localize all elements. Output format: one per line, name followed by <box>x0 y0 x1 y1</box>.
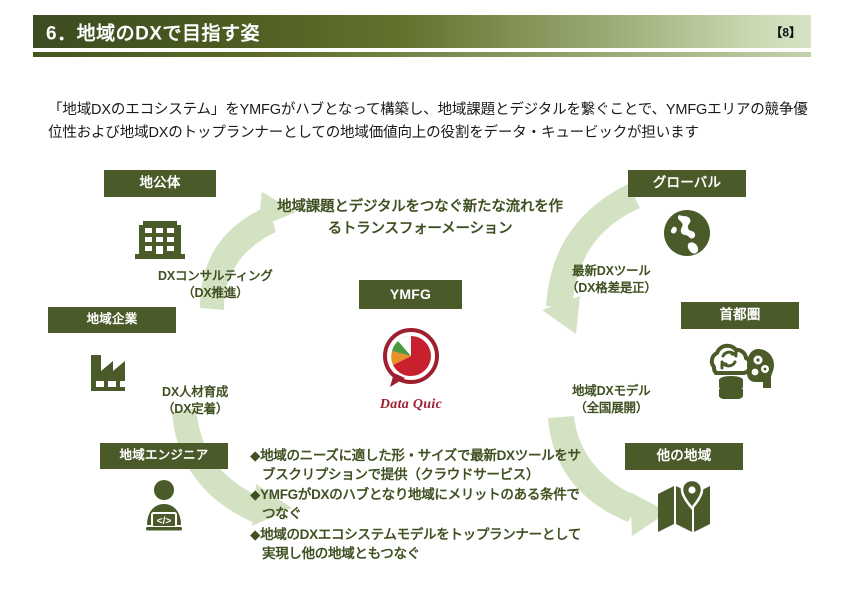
map-pin-icon <box>625 478 743 540</box>
slide-header-bar: 6．地域のDXで目指す姿 【8】 <box>33 15 811 48</box>
arc-label-dx-talent-line1: DX人材育成 <box>162 385 229 399</box>
arc-label-regional-dx-model-line1: 地域DXモデル <box>572 384 651 398</box>
node-label-local-company: 地域企業 <box>48 307 176 333</box>
arc-label-latest-dx-tool: 最新DXツール （DX格差是正） <box>566 263 657 298</box>
arc-label-dx-consulting-line2: （DX推進） <box>182 286 249 301</box>
list-item: ◆地域のDXエコシステムモデルをトップランナーとして実現し他の地域ともつなぐ <box>250 526 582 561</box>
arc-label-dx-consulting: DXコンサルティング （DX推進） <box>158 268 273 303</box>
arc-label-dx-talent-line2: （DX定着） <box>162 402 229 417</box>
node-global[interactable]: グローバル <box>628 170 746 267</box>
data-quic-wordmark: Data Quic <box>379 397 443 412</box>
node-label-ymfg: YMFG <box>359 280 462 309</box>
factory-icon <box>48 341 176 403</box>
intro-paragraph: 「地域DXのエコシステム」をYMFGがハブとなって構築し、地域課題とデジタルを繋… <box>48 101 808 141</box>
developer-icon: </> <box>100 477 228 539</box>
node-capital-region[interactable]: 首都圏 <box>681 302 799 399</box>
page-title: 6．地域のDXで目指す姿 <box>46 23 260 44</box>
header-divider-rule <box>33 52 811 57</box>
list-item: ◆地域のニーズに適した形・サイズで最新DXツールをサブスクリプションで提供（クラ… <box>250 448 581 483</box>
list-item: ◆YMFGがDXのハブとなり地域にメリットのある条件でつなぐ <box>250 487 580 522</box>
node-other-region[interactable]: 他の地域 <box>625 443 743 540</box>
cloud-database-brain-icon <box>681 337 799 399</box>
center-headline: 地域課題とデジタルをつなぐ新たな流れを作るトランスフォーメーション <box>277 199 563 237</box>
node-ymfg[interactable]: YMFG <box>359 280 462 309</box>
page-number-badge: 【8】 <box>770 25 801 39</box>
arc-label-dx-consulting-line1: DXコンサルティング <box>158 269 273 283</box>
arc-label-latest-dx-tool-line1: 最新DXツール <box>572 264 651 278</box>
node-label-other-region: 他の地域 <box>625 443 743 470</box>
data-quic-logo: Data Quic <box>363 327 459 413</box>
arc-upper-left <box>200 192 296 310</box>
node-label-capital-region: 首都圏 <box>681 302 799 329</box>
arc-lower-right <box>548 416 668 536</box>
arc-label-latest-dx-tool-line2: （DX格差是正） <box>566 281 657 296</box>
node-label-global: グローバル <box>628 170 746 197</box>
node-label-local-engineer: 地域エンジニア <box>100 443 228 469</box>
key-points-list: ◆地域のニーズに適した形・サイズで最新DXツールをサブスクリプションで提供（クラ… <box>250 446 590 564</box>
node-label-local-government: 地公体 <box>104 170 216 197</box>
node-local-company[interactable]: 地域企業 <box>48 307 176 403</box>
ecosystem-diagram: 地域課題とデジタルをつなぐ新たな流れを作るトランスフォーメーション YMFG D… <box>0 150 841 580</box>
globe-icon <box>628 205 746 267</box>
arc-label-regional-dx-model: 地域DXモデル （全国展開） <box>572 383 651 418</box>
arc-upper-right <box>542 184 640 334</box>
arc-label-dx-talent: DX人材育成 （DX定着） <box>162 384 228 419</box>
building-icon <box>104 205 216 267</box>
node-local-government[interactable]: 地公体 <box>104 170 216 267</box>
svg-text:</>: </> <box>157 516 172 527</box>
arc-label-regional-dx-model-line2: （全国展開） <box>574 401 649 416</box>
node-local-engineer[interactable]: 地域エンジニア </> <box>100 443 228 539</box>
data-quic-mark-icon <box>383 328 439 387</box>
